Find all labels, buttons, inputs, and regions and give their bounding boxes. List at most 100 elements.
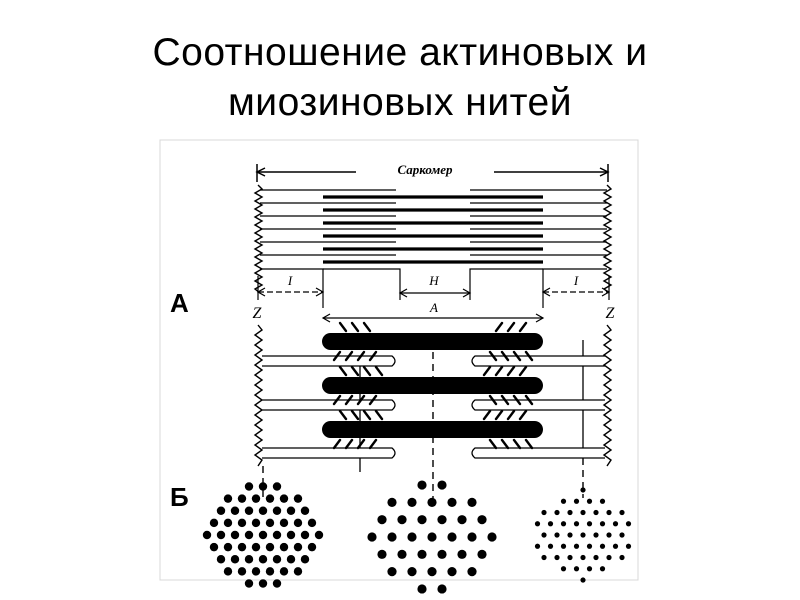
- title-line-2: миозиновых нитей: [227, 81, 573, 124]
- cross-section-dot: [293, 567, 303, 576]
- cross-section-dot: [272, 530, 282, 540]
- title-line-1: Соотношение актиновых и: [152, 31, 648, 74]
- cross-section-dot: [367, 532, 377, 542]
- cross-section-dot: [244, 506, 254, 515]
- band-boundaries: [257, 268, 610, 308]
- cross-section-dot: [599, 521, 606, 527]
- cross-section-dot: [307, 542, 317, 552]
- cross-section-dot: [377, 549, 387, 559]
- cross-section-dot: [427, 532, 437, 542]
- cross-section-dot: [223, 494, 233, 503]
- cross-section-dot: [279, 518, 289, 528]
- cross-section-dot: [258, 482, 268, 491]
- cross-section-dot: [377, 515, 387, 525]
- cross-section-dot: [437, 584, 447, 594]
- cross-section-dot: [244, 579, 254, 588]
- cross-section-dot: [244, 555, 254, 564]
- sarcomere-label: Саркомер: [397, 162, 453, 177]
- cross-section-dot: [223, 567, 233, 576]
- cross-section-dot: [580, 554, 586, 561]
- i-band-left-label: I: [287, 273, 293, 288]
- cross-section-dot: [230, 555, 240, 564]
- cross-section-dot: [387, 497, 397, 507]
- cross-section-dot: [447, 567, 457, 577]
- myosin-heads: [332, 321, 534, 450]
- cross-section-dot: [265, 494, 275, 503]
- cross-section-myosin-only: [367, 480, 497, 594]
- cross-section-dot: [447, 532, 457, 542]
- sarcomere-dimension: [255, 164, 610, 182]
- cross-section-dot: [216, 506, 226, 515]
- cross-section-dot: [534, 543, 541, 549]
- cross-section-dot: [457, 515, 467, 525]
- right-z-line-lower: [602, 324, 613, 467]
- cross-section-dot: [265, 542, 275, 552]
- cross-section-dot: [237, 518, 247, 528]
- cross-section-dot: [387, 532, 397, 542]
- cross-section-dot: [573, 566, 580, 572]
- cross-section-dot: [286, 506, 296, 515]
- cross-section-dot: [244, 530, 254, 540]
- i-band-dimensions: [256, 287, 611, 297]
- cross-section-dot: [251, 494, 261, 503]
- cross-section-dot: [547, 521, 554, 527]
- cross-section-dot: [573, 543, 580, 549]
- cross-section-dot: [272, 555, 282, 564]
- cross-section-dot: [573, 521, 580, 527]
- cross-section-dot: [619, 509, 625, 516]
- cross-section-dot: [586, 498, 593, 504]
- cross-section-dot: [619, 554, 625, 561]
- cross-section-dot: [272, 482, 282, 491]
- cross-section-dot: [251, 567, 261, 576]
- cross-section-dot: [237, 542, 247, 552]
- cross-section-dot: [467, 532, 477, 542]
- cross-section-dot: [272, 579, 282, 588]
- cross-section-dot: [272, 506, 282, 515]
- cross-section-dot: [560, 498, 567, 504]
- cross-section-dot: [541, 509, 547, 516]
- cross-section-dot: [293, 494, 303, 503]
- cross-section-dot: [580, 577, 586, 583]
- cross-section-dot: [612, 543, 619, 549]
- cross-section-dot: [573, 498, 580, 504]
- cross-section-dot: [427, 567, 437, 577]
- cross-section-dot: [599, 566, 606, 572]
- cross-section-actin-only: [534, 487, 632, 583]
- cross-section-dot: [593, 532, 599, 538]
- cross-section-dot: [417, 515, 427, 525]
- cross-section-dot: [554, 532, 560, 538]
- cross-section-dot: [314, 530, 324, 540]
- cross-section-dot: [547, 543, 554, 549]
- cross-section-dot: [437, 515, 447, 525]
- cross-section-dot: [619, 532, 625, 538]
- cross-section-dot: [580, 487, 586, 493]
- z-label-left: Z: [253, 305, 263, 322]
- cross-section-dot: [417, 480, 427, 490]
- cross-section-dot: [223, 518, 233, 528]
- cross-section-dot: [251, 542, 261, 552]
- cross-section-dot: [560, 521, 567, 527]
- z-label-right: Z: [606, 305, 616, 322]
- cross-section-dot: [209, 518, 219, 528]
- cross-section-dot: [586, 566, 593, 572]
- cross-section-dot: [580, 532, 586, 538]
- panel-b-label: Б: [170, 482, 189, 512]
- cross-section-dot: [237, 494, 247, 503]
- cross-section-dot: [293, 542, 303, 552]
- cross-section-dot: [625, 521, 632, 527]
- cross-section-dot: [427, 497, 437, 507]
- cross-section-dot: [244, 482, 254, 491]
- a-band-dimension: [321, 313, 545, 323]
- cross-section-dot: [541, 532, 547, 538]
- cross-section-dot: [606, 554, 612, 561]
- cross-section-dot: [300, 506, 310, 515]
- panel-a-label: А: [170, 288, 189, 318]
- h-band-dimension: [398, 288, 472, 298]
- cross-section-dot: [599, 543, 606, 549]
- cross-section-dot: [216, 555, 226, 564]
- cross-section-dot: [286, 530, 296, 540]
- cross-section-dot: [397, 549, 407, 559]
- cross-section-dot: [437, 480, 447, 490]
- cross-section-dot: [258, 530, 268, 540]
